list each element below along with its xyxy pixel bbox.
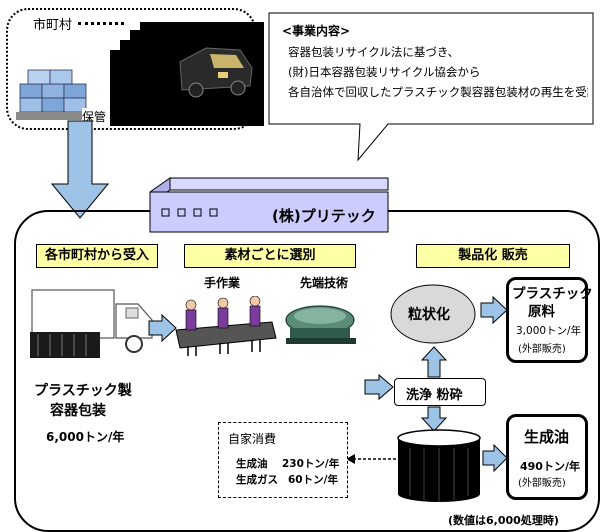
arrow-right-icon — [480, 296, 508, 324]
plastic-raw-line2: 原料 — [528, 304, 555, 320]
plastic-raw-amount: 3,000トン/年 — [516, 325, 582, 337]
stage-receive: 各市町村から受入 — [36, 244, 158, 268]
self-row-2-value: 60トン/年 — [288, 474, 338, 486]
input-name-line2: 容器包装 — [50, 403, 106, 419]
manual-sorting-workers-icon — [175, 296, 277, 356]
input-amount: 6,000トン/年 — [46, 430, 125, 444]
collection-truck-photo — [110, 22, 264, 126]
wash-crush-box — [394, 378, 486, 406]
arrow-right-icon — [482, 444, 508, 472]
dotted-connector — [78, 12, 124, 25]
pelletize-node — [390, 284, 476, 344]
plastic-raw-line1: プラスチック — [512, 286, 593, 302]
arrow-right-icon — [148, 314, 177, 342]
pelletize-label: 粒状化 — [408, 307, 450, 323]
arrow-right-icon — [364, 374, 394, 400]
municipality-label: 市町村 — [30, 14, 76, 33]
oil-output-box — [506, 414, 588, 500]
advanced-tech-label: 先端技術 — [300, 276, 349, 290]
oil-tank-icon — [397, 429, 481, 502]
arrow-up-icon — [421, 346, 447, 378]
dashed-arrow-left-icon — [346, 454, 396, 464]
self-row-2-label: 生成ガス — [236, 474, 278, 486]
company-name: (株)プリテック — [272, 207, 376, 225]
truck-icon — [30, 289, 153, 358]
callout-title: <事業内容> — [282, 24, 351, 38]
input-name-line1: プラスチック製 — [34, 383, 132, 399]
wash-crush-label: 洗浄 粉砕 — [406, 388, 463, 403]
advanced-sorting-machine-icon — [285, 305, 356, 344]
arrow-down-icon — [421, 406, 447, 432]
callout-shape — [268, 12, 594, 162]
self-consumption-title: 自家消費 — [228, 430, 277, 447]
plastic-raw-material-box — [506, 277, 588, 363]
oil-name: 生成油 — [524, 428, 570, 446]
oil-note: (外部販売) — [518, 478, 566, 489]
self-row-1-label: 生成油 — [236, 458, 268, 470]
manual-sorting-label: 手作業 — [204, 276, 241, 290]
stage-sort: 素材ごとに選別 — [184, 244, 356, 268]
plastic-raw-note: (外部販売) — [518, 344, 566, 355]
callout-line-3: 各自治体で回収したプラスチック製容器包装材の再生を受託 — [288, 85, 588, 99]
callout-line-1: 容器包装リサイクル法に基づき、 — [288, 45, 460, 59]
callout-line-2: (財)日本容器包装リサイクル協会から — [288, 65, 481, 79]
stage-product: 製品化 販売 — [416, 244, 570, 268]
storage-bales-icon — [16, 69, 90, 120]
oil-amount: 490トン/年 — [520, 460, 580, 473]
down-arrow-icon — [50, 120, 110, 219]
company-banner — [149, 177, 389, 233]
footnote: (数値は6,000処理時) — [446, 512, 561, 528]
self-row-1-value: 230トン/年 — [282, 458, 340, 470]
